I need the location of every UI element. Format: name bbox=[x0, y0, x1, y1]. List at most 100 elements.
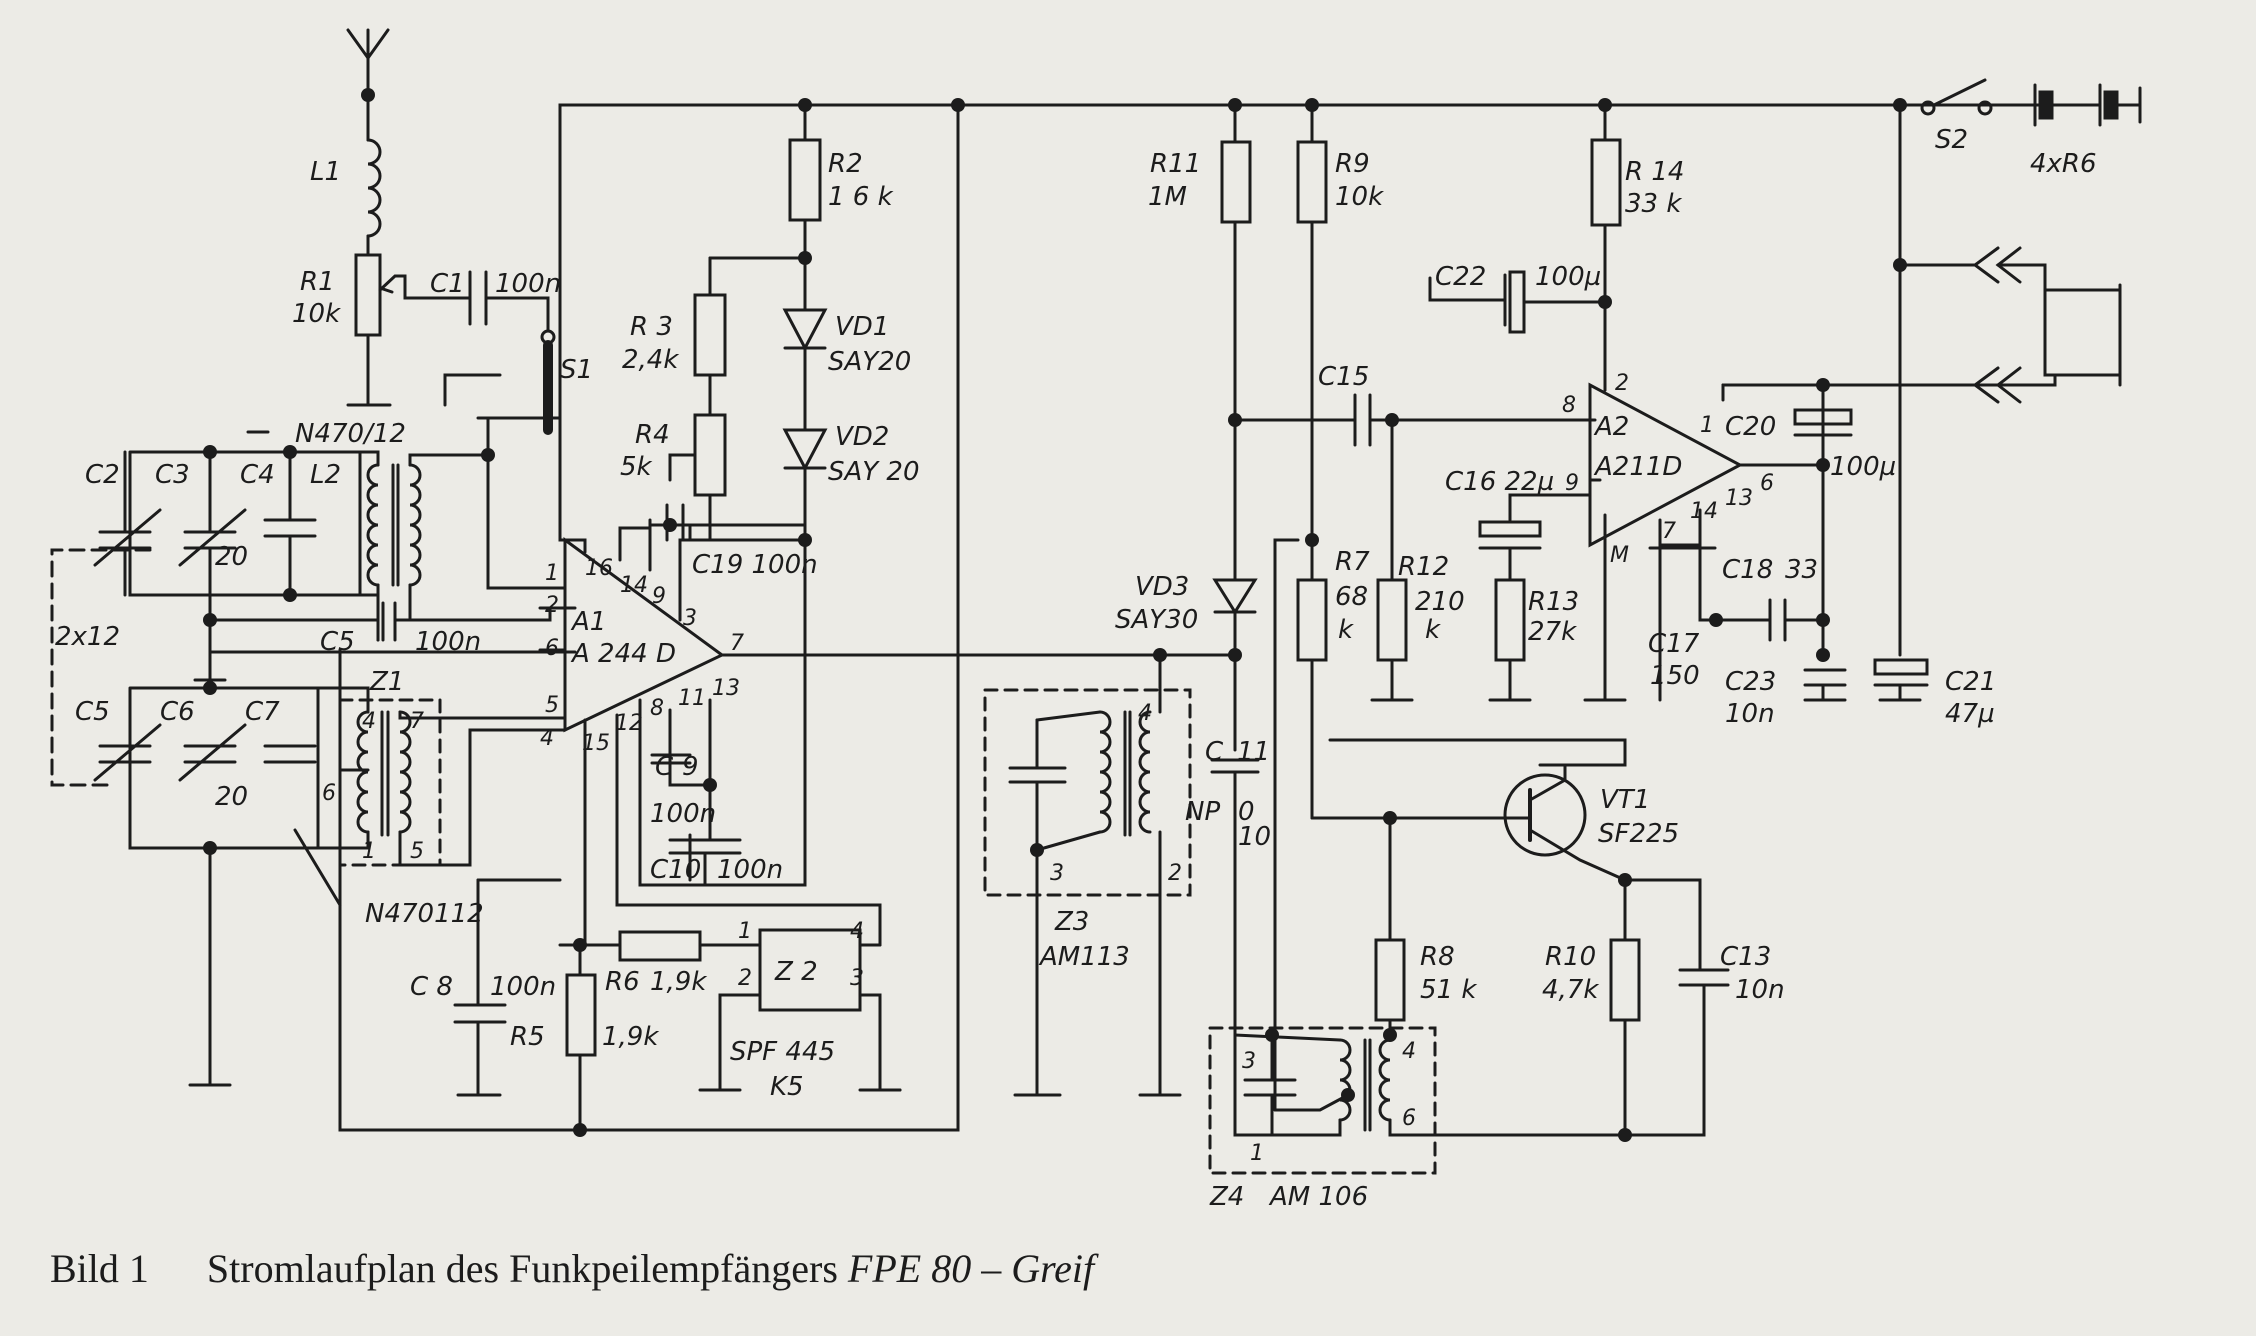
label-z2-p2: 2 bbox=[738, 966, 752, 991]
label-a2-p13: 13 bbox=[1725, 486, 1753, 511]
label-vt1: VT1 bbox=[1600, 785, 1650, 815]
label-c20: C20 bbox=[1725, 412, 1776, 442]
label-a2-p7: 7 bbox=[1662, 519, 1676, 544]
label-c8: C 8 bbox=[410, 972, 453, 1002]
label-r7-value: 68 bbox=[1335, 582, 1368, 612]
label-z2-p4: 4 bbox=[850, 919, 864, 944]
ic-a2-triangle bbox=[1588, 382, 1744, 548]
label-z4-p4: 4 bbox=[1402, 1039, 1416, 1064]
junction-dots bbox=[203, 88, 1907, 1142]
figure-caption: Bild 1 Stromlaufplan des Funkpeilempfäng… bbox=[50, 1245, 1094, 1292]
label-a2-p6: 6 bbox=[1760, 471, 1774, 496]
label-a1-p12: 12 bbox=[615, 711, 643, 736]
resistor-r14 bbox=[1590, 138, 1622, 227]
label-a1-p15: 15 bbox=[582, 731, 610, 756]
label-c2: C2 bbox=[85, 460, 120, 490]
label-z4-p3: 3 bbox=[1242, 1049, 1256, 1074]
label-z1-p4: 4 bbox=[362, 709, 376, 734]
label-c17: C17 bbox=[1648, 629, 1700, 659]
label-r1-value: 10k bbox=[292, 299, 341, 329]
ic-a1-triangle bbox=[563, 537, 725, 733]
filter-z4-box bbox=[1208, 1026, 1437, 1175]
label-r14: R 14 bbox=[1625, 157, 1684, 187]
label-c4: C4 bbox=[240, 460, 275, 490]
label-r5-value: 1,9k bbox=[602, 1022, 659, 1052]
resistor-r10 bbox=[1609, 938, 1641, 1022]
label-vd3: VD3 bbox=[1135, 572, 1189, 602]
label-r10-value: 4,7k bbox=[1542, 975, 1599, 1005]
label-a1-p3: 3 bbox=[683, 606, 697, 631]
headphone-socket bbox=[2043, 288, 2122, 377]
label-z1: Z1 bbox=[369, 667, 404, 697]
label-z2-p3: 3 bbox=[850, 966, 864, 991]
label-c17-value: 150 bbox=[1650, 661, 1700, 691]
caption-text: Stromlaufplan des Funkpeilempfängers bbox=[206, 1246, 838, 1291]
inductor-l1 bbox=[366, 138, 382, 238]
label-vd1-type: SAY20 bbox=[828, 347, 911, 377]
label-z3-type: AM113 bbox=[1038, 942, 1130, 972]
label-z3-p2: 2 bbox=[1168, 861, 1182, 886]
resistor-r2 bbox=[788, 138, 822, 222]
resistor-r5 bbox=[565, 973, 597, 1057]
label-z3-p3: 3 bbox=[1050, 861, 1064, 886]
label-z1-p6: 6 bbox=[322, 781, 336, 806]
label-vt1-type: SF225 bbox=[1598, 819, 1679, 849]
label-r12-value: 210 bbox=[1415, 587, 1465, 617]
label-c18-value: 33 bbox=[1785, 555, 1818, 585]
label-r10: R10 bbox=[1545, 942, 1596, 972]
label-r7-unit: k bbox=[1338, 615, 1354, 645]
label-c7: C7 bbox=[245, 697, 280, 727]
label-a1-p9: 9 bbox=[652, 584, 666, 609]
label-r6: R6 bbox=[605, 967, 640, 997]
label-c3: C3 bbox=[155, 460, 190, 490]
label-z4: Z4 bbox=[1209, 1182, 1244, 1212]
label-spf445: SPF 445 bbox=[730, 1037, 835, 1067]
label-r5: R5 bbox=[510, 1022, 545, 1052]
label-vd3-type: SAY30 bbox=[1115, 605, 1198, 635]
label-l2: L2 bbox=[310, 460, 341, 490]
label-a2-p14: 14 bbox=[1690, 499, 1718, 524]
label-gang: 2x12 bbox=[55, 622, 120, 652]
label-c13-value: 10n bbox=[1735, 975, 1785, 1005]
resistor-r6 bbox=[618, 930, 702, 962]
label-r6-value: 1,9k bbox=[650, 967, 707, 997]
label-c10-value: 100n bbox=[717, 855, 783, 885]
label-c6: C6 bbox=[160, 697, 195, 727]
label-c5a: C5 bbox=[320, 627, 355, 657]
label-c13: C13 bbox=[1720, 942, 1771, 972]
label-a1-p2: 2 bbox=[545, 593, 559, 618]
resistor-r13 bbox=[1494, 578, 1526, 662]
label-n470112: N470112 bbox=[365, 899, 484, 929]
label-a2-p2: 2 bbox=[1615, 371, 1629, 396]
label-z4-type: AM 106 bbox=[1268, 1182, 1368, 1212]
label-c9-num: 9 bbox=[682, 752, 699, 782]
label-z3: Z3 bbox=[1054, 907, 1089, 937]
caption-label: Bild 1 bbox=[50, 1246, 149, 1291]
label-c21-value: 47µ bbox=[1945, 699, 1995, 729]
label-a1-p11: 11 bbox=[678, 686, 706, 711]
capacitor-c1 bbox=[468, 270, 488, 326]
label-a1-p14: 14 bbox=[620, 573, 648, 598]
label-a2: A2 bbox=[1593, 412, 1629, 442]
label-r3: R 3 bbox=[630, 312, 673, 342]
label-c23: C23 bbox=[1725, 667, 1776, 697]
label-r13-value: 27k bbox=[1528, 617, 1577, 647]
label-z2: Z 2 bbox=[774, 957, 818, 987]
resistor-r11 bbox=[1220, 140, 1252, 224]
label-r8: R8 bbox=[1420, 942, 1455, 972]
label-s1: S1 bbox=[560, 355, 593, 385]
label-r8-value: 51 k bbox=[1420, 975, 1477, 1005]
label-l1: L1 bbox=[310, 157, 341, 187]
label-c9: C bbox=[655, 752, 674, 782]
label-r11-value: 1M bbox=[1148, 182, 1187, 212]
label-c22: C22 bbox=[1435, 262, 1486, 292]
label-z1-p1: 1 bbox=[362, 839, 376, 864]
label-r12-unit: k bbox=[1425, 615, 1441, 645]
label-c1-value: 100n bbox=[495, 269, 561, 299]
label-vd1: VD1 bbox=[835, 312, 889, 342]
label-a1-type: A 244 D bbox=[570, 639, 676, 669]
antenna-symbol bbox=[346, 28, 390, 97]
label-a2-p9: 9 bbox=[1565, 471, 1579, 496]
label-r11: R11 bbox=[1150, 149, 1201, 179]
